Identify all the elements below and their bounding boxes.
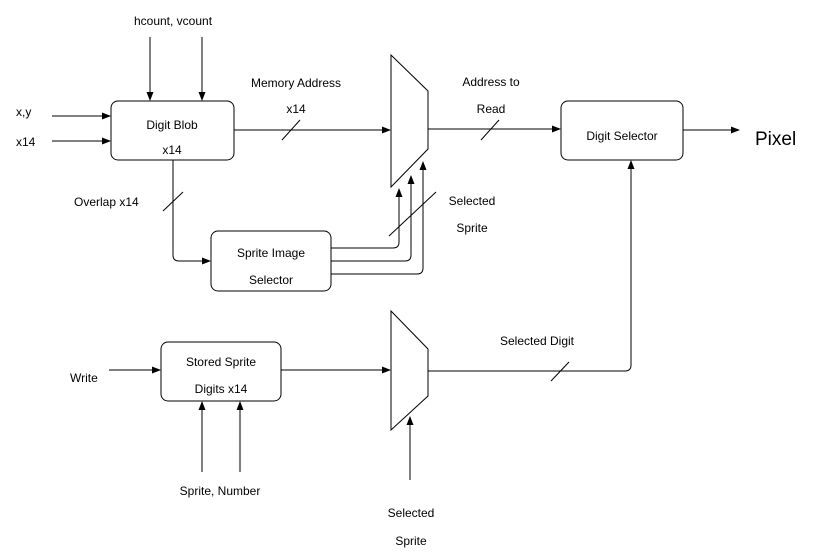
stored-sprite-label-2: Digits x14 <box>195 382 248 396</box>
memory-address-label: Memory Address <box>251 76 341 90</box>
selected-sprite-top-label-2: Sprite <box>456 221 488 235</box>
write-label: Write <box>70 371 98 385</box>
selected-sprite-bottom-label-1: Selected <box>388 506 435 520</box>
select-line-3 <box>331 161 427 275</box>
address-to-read-label-1: Address to <box>462 75 520 89</box>
selected-sprite-bottom-label-2: Sprite <box>395 534 427 548</box>
digit-blob-block: Digit Blob x14 <box>110 100 235 161</box>
sprite-image-selector-label-2: Selector <box>249 273 293 287</box>
selected-digit-label: Selected Digit <box>500 334 575 348</box>
sprite-number-label: Sprite, Number <box>180 484 261 498</box>
memory-address-width-label: x14 <box>286 102 306 116</box>
memory-address-bus-slash <box>281 119 301 141</box>
overlap-bus-slash <box>162 191 184 212</box>
xy-label: x,y <box>16 105 31 119</box>
pixel-label: Pixel <box>755 129 796 150</box>
top-multiplexer <box>390 53 429 189</box>
digit-selector-block: Digit Selector <box>560 100 684 161</box>
address-bus-slash <box>480 119 500 141</box>
stored-sprite-block: Stored Sprite Digits x14 <box>160 341 282 402</box>
select-line-1 <box>331 188 403 249</box>
sprite-image-selector-block: Sprite Image Selector <box>210 230 332 292</box>
digit-blob-label: Digit Blob <box>146 118 198 132</box>
hcount-vcount-label: hcount, vcount <box>134 14 213 28</box>
selected-digit-bus-slash <box>550 361 570 382</box>
overlap-wire <box>172 160 211 265</box>
address-to-read-label-2: Read <box>477 102 506 116</box>
selected-sprite-top-label-1: Selected <box>449 194 496 208</box>
select-bus-slash <box>388 191 437 237</box>
overlap-label: Overlap x14 <box>74 195 139 209</box>
bottom-multiplexer <box>390 309 429 432</box>
select-line-2 <box>331 175 415 262</box>
digit-selector-label: Digit Selector <box>586 129 657 143</box>
x14-label: x14 <box>16 135 36 149</box>
stored-sprite-label-1: Stored Sprite <box>186 355 256 369</box>
selected-digit-wire <box>428 160 635 372</box>
sprite-image-selector-label-1: Sprite Image <box>237 246 305 260</box>
digit-blob-width-label: x14 <box>162 143 182 157</box>
